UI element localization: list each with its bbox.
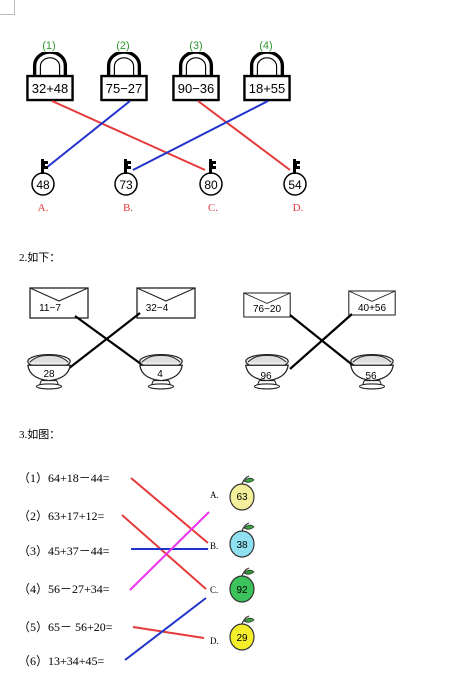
lock-3-index: (3) [189,40,202,52]
apple-D-value: 29 [236,633,248,644]
key-C-letter: C. [208,202,218,214]
match-line-envelope-1 [74,315,153,373]
apple-D-letter: D. [210,636,219,646]
section-3-heading: 3.如图： [19,429,61,441]
apple-A-letter: A. [210,490,219,500]
apple-C-letter: C. [210,585,218,595]
equation-6: （6）13+34+45= [18,654,105,668]
equation-1: （1）64+18－44= [18,471,110,485]
key-D-value: 54 [288,178,302,192]
bowl-1-value: 28 [43,369,55,380]
envelope-3-expr: 76−20 [253,304,282,315]
apple-D-icon [229,615,255,651]
match-eq1-B [130,477,209,544]
equation-4: （4）56－27+34= [18,582,110,596]
key-A-letter: A. [38,202,49,214]
key-D-letter: D. [293,202,304,214]
lock-4-expr: 18+55 [249,81,286,96]
apple-B-icon [229,522,255,558]
key-A-value: 48 [36,178,50,192]
match-eq4-A [129,511,210,591]
envelope-2-expr: 32−4 [146,303,169,314]
lock-1-expr: 32+48 [32,81,69,96]
lock-2-index: (2) [116,40,129,52]
equation-2: （2）63+17+12= [18,509,105,523]
apple-B-value: 38 [236,540,248,551]
apple-C-value: 92 [236,585,248,596]
match-eq2-C [121,514,207,590]
match-line-3-D [197,100,291,171]
match-line-envelope-4 [289,313,353,370]
bowl-3-value: 96 [260,371,272,382]
lock-2-expr: 75−27 [106,81,143,96]
match-eq6-C [124,597,207,661]
apple-C-icon [229,567,255,603]
apple-A-value: 63 [236,492,248,503]
envelope-1-expr: 11−7 [39,303,61,314]
equation-5: （5）65－ 56+20= [18,620,113,634]
equation-3: （3）45+37－44= [18,544,110,558]
bowl-2-value: 4 [157,369,163,380]
key-B-value: 73 [119,178,133,192]
match-eq5-D [132,626,205,639]
apple-B-letter: B. [210,541,218,551]
match-line-1-C [51,100,206,171]
lock-4-index: (4) [259,40,272,52]
envelope-4-expr: 40+56 [358,303,387,314]
key-B-letter: B. [123,202,133,214]
section-2-heading: 2.如下： [19,252,61,264]
key-C-value: 80 [204,178,218,192]
lock-3-expr: 90−36 [178,81,215,96]
match-line-4-B [132,100,269,171]
lock-1-index: (1) [42,40,55,52]
page-corner-mark [0,0,15,15]
match-line-2-A [45,100,131,169]
bowl-4-value: 56 [365,371,377,382]
match-line-envelope-2 [67,312,141,370]
apple-A-icon [229,475,255,511]
